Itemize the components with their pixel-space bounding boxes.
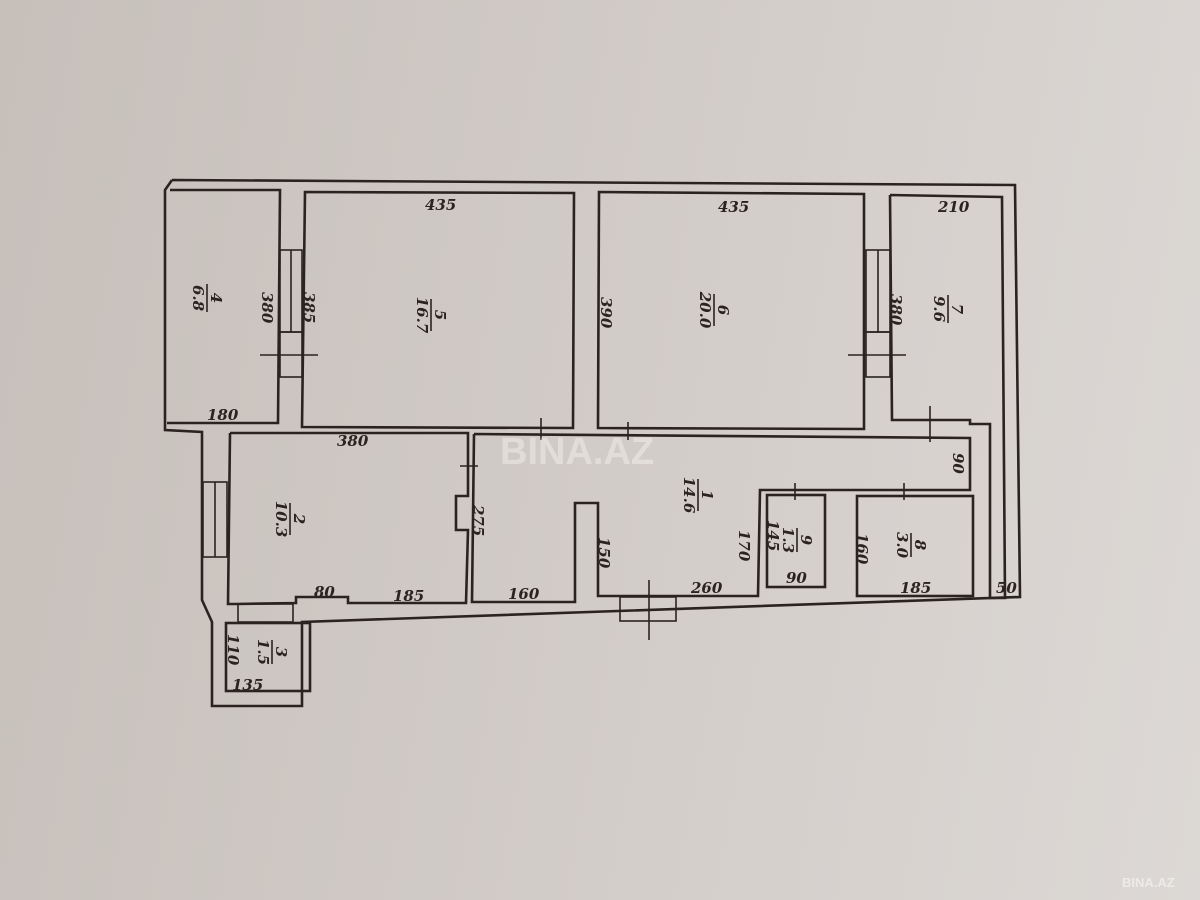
svg-text:1.5: 1.5 bbox=[254, 639, 272, 665]
dim-r7-width: 210 bbox=[937, 198, 970, 216]
svg-text:9: 9 bbox=[797, 535, 815, 546]
svg-text:1: 1 bbox=[698, 490, 716, 500]
svg-text:16.7: 16.7 bbox=[413, 297, 431, 334]
dim-r9-width: 90 bbox=[786, 569, 807, 587]
dim-r3-height: 110 bbox=[224, 634, 242, 666]
svg-text:3: 3 bbox=[272, 647, 290, 657]
svg-text:2: 2 bbox=[290, 513, 308, 524]
dim-r2-door: 80 bbox=[314, 583, 335, 601]
room-label-3: 3 1.5 bbox=[254, 639, 290, 665]
dim-r5-width: 435 bbox=[425, 196, 456, 214]
room-label-1: 1 14.6 bbox=[680, 477, 716, 514]
dim-r4-width: 180 bbox=[207, 406, 239, 424]
room-label-6: 6 20.0 bbox=[696, 291, 732, 329]
room-label-5: 5 16.7 bbox=[413, 297, 449, 334]
corner-watermark: BINA.AZ bbox=[1122, 875, 1175, 890]
svg-text:5: 5 bbox=[431, 310, 449, 320]
dim-hall-170: 170 bbox=[735, 530, 753, 562]
dim-r3-width: 135 bbox=[232, 676, 263, 694]
svg-text:9.6: 9.6 bbox=[930, 296, 948, 323]
watermark: BINA.AZ bbox=[500, 431, 654, 473]
svg-text:7: 7 bbox=[948, 304, 966, 315]
room-label-4: 4 6.8 bbox=[189, 284, 225, 312]
dimension-labels: 435 435 210 180 380 80 185 160 260 90 18… bbox=[207, 196, 1017, 694]
dim-r4-height: 380 bbox=[258, 292, 276, 324]
dim-r7-height: 380 bbox=[887, 294, 905, 326]
room-label-7: 7 9.6 bbox=[930, 295, 966, 323]
svg-text:4: 4 bbox=[207, 293, 225, 303]
room-label-9: 9 1.3 bbox=[779, 527, 815, 553]
dim-hall-90: 90 bbox=[949, 453, 967, 474]
svg-text:8: 8 bbox=[911, 540, 929, 551]
dim-r2-width: 380 bbox=[337, 432, 369, 450]
room-labels: 4 6.8 5 16.7 6 20.0 7 9.6 2 10.3 1 14.6 bbox=[189, 284, 966, 665]
dim-right-gap: 50 bbox=[996, 579, 1017, 597]
svg-text:3.0: 3.0 bbox=[893, 532, 911, 559]
svg-text:6: 6 bbox=[714, 305, 732, 316]
room-label-2: 2 10.3 bbox=[272, 501, 308, 538]
dim-r6-height: 390 bbox=[597, 297, 615, 329]
dim-r9-height: 145 bbox=[764, 520, 782, 551]
dim-r2-height: 275 bbox=[469, 504, 487, 536]
svg-text:10.3: 10.3 bbox=[272, 501, 290, 538]
room-label-8: 8 3.0 bbox=[893, 532, 929, 559]
svg-text:14.6: 14.6 bbox=[680, 477, 698, 514]
svg-text:20.0: 20.0 bbox=[696, 291, 714, 329]
dim-r8-height: 160 bbox=[853, 533, 871, 565]
dim-hall-150: 150 bbox=[595, 537, 613, 569]
dim-hall-160: 160 bbox=[508, 585, 540, 603]
dim-r2-bottom: 185 bbox=[393, 587, 424, 605]
dim-r6-width: 435 bbox=[718, 198, 749, 216]
walls bbox=[163, 178, 1022, 708]
svg-text:6.8: 6.8 bbox=[189, 285, 207, 312]
dim-hall-260: 260 bbox=[690, 579, 723, 597]
dim-r8-width: 185 bbox=[900, 579, 931, 597]
dim-r5-height: 385 bbox=[300, 292, 318, 323]
svg-text:1.3: 1.3 bbox=[779, 527, 797, 553]
